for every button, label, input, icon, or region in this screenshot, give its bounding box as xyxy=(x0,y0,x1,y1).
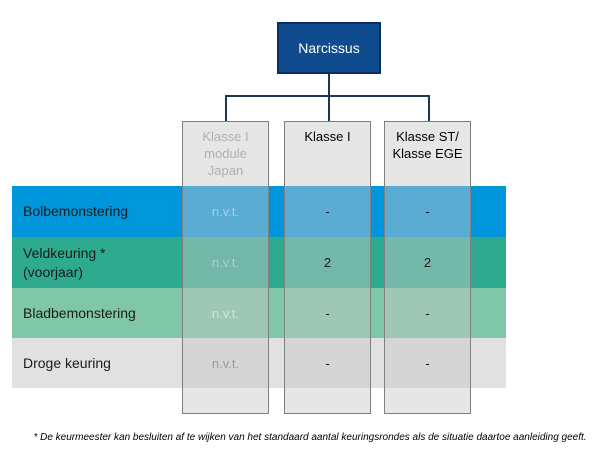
cell-value: - xyxy=(425,355,430,371)
row-veldkeuring: Veldkeuring * (voorjaar) xyxy=(12,237,506,288)
footnote: * De keurmeester kan besluiten af te wij… xyxy=(33,432,587,443)
connector-col-2 xyxy=(328,95,330,121)
column-klasse-i-module-japan xyxy=(182,121,269,414)
column-header-line: module xyxy=(204,146,247,161)
row-label-line2: (voorjaar) xyxy=(23,263,83,280)
column-header-line: Klasse EGE xyxy=(392,146,463,161)
row-label-line1: Veldkeuring * xyxy=(23,244,106,261)
connector-horizontal xyxy=(225,95,429,97)
connector-col-3 xyxy=(428,95,430,121)
cell-value: 2 xyxy=(323,255,332,270)
cell-value: n.v.t. xyxy=(211,204,240,219)
column-header-3: Klasse ST/ Klasse EGE xyxy=(384,128,471,162)
column-klasse-st-ege xyxy=(384,121,471,414)
column-header-1: Klasse I module Japan xyxy=(182,128,269,179)
connector-root-down xyxy=(328,74,330,96)
cell-value: 2 xyxy=(423,255,432,270)
root-node: Narcissus xyxy=(277,22,381,74)
column-header-line: Klasse I xyxy=(304,129,351,144)
row-label: Droge keuring xyxy=(23,354,111,371)
cell-value: - xyxy=(425,204,430,219)
column-header-line: Klasse I xyxy=(202,129,249,144)
row-label: Veldkeuring * (voorjaar) xyxy=(23,244,106,282)
cell-value: - xyxy=(425,305,430,321)
cell-value: - xyxy=(325,355,330,371)
cell-value: - xyxy=(325,204,330,219)
column-klasse-i xyxy=(284,121,371,414)
cell-value: n.v.t. xyxy=(211,255,240,270)
column-header-line: Japan xyxy=(207,163,244,178)
connector-col-1 xyxy=(225,95,227,121)
row-bolbemonstering: Bolbemonstering xyxy=(12,186,506,237)
row-bladbemonstering: Bladbemonstering xyxy=(12,288,506,338)
row-label: Bolbemonstering xyxy=(23,203,129,219)
cell-value: - xyxy=(325,305,330,321)
root-label: Narcissus xyxy=(298,40,360,56)
column-header-line: Klasse ST/ xyxy=(396,129,459,144)
row-droge-keuring: Droge keuring xyxy=(12,338,506,388)
row-label: Bladbemonstering xyxy=(23,304,136,321)
column-header-2: Klasse I xyxy=(284,128,371,145)
cell-value: n.v.t. xyxy=(211,355,240,371)
cell-value: n.v.t. xyxy=(211,305,240,321)
